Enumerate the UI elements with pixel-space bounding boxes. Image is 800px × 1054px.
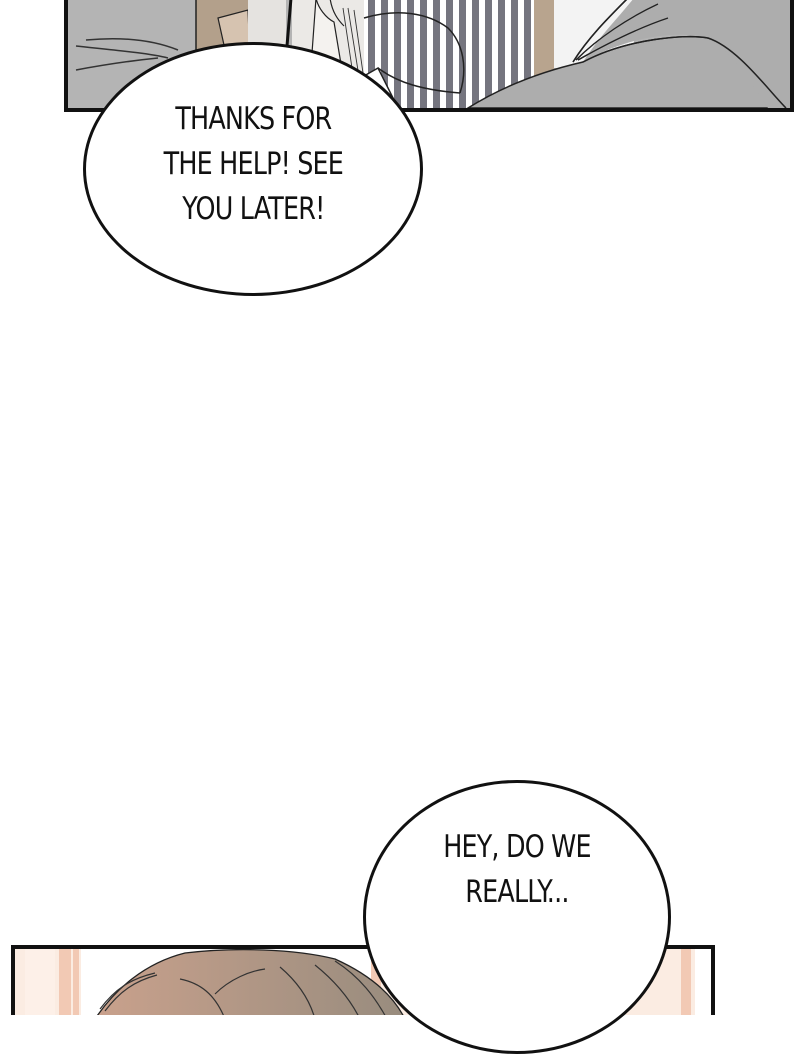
speech-bubble-hey: HEY, DO WE REALLY... bbox=[363, 780, 671, 1054]
speech-bubble-thanks: THANKS FOR THE HELP! SEE YOU LATER! bbox=[83, 42, 423, 296]
speech-bubble-text: THANKS FOR THE HELP! SEE YOU LATER! bbox=[163, 100, 343, 227]
speech-bubble-text: HEY, DO WE REALLY... bbox=[443, 829, 591, 910]
